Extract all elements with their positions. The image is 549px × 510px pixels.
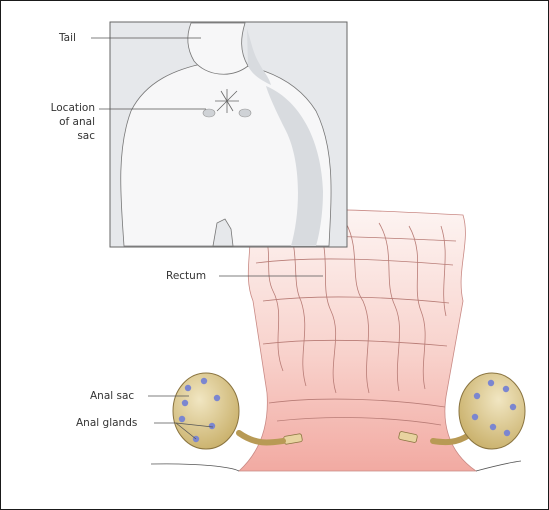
sac-location-left — [203, 109, 215, 117]
label-anal-glands: Anal glands — [76, 417, 137, 429]
label-location-line3: sac — [27, 130, 95, 142]
sac-location-right — [239, 109, 251, 117]
inset-rear-view — [110, 22, 347, 247]
skin-line-left — [151, 464, 239, 471]
label-location-line2: of anal — [27, 116, 95, 128]
label-anal-sac: Anal sac — [90, 390, 134, 402]
skin-line-right — [476, 461, 521, 471]
label-location-line1: Location — [27, 102, 95, 114]
label-tail: Tail — [59, 32, 76, 44]
label-rectum: Rectum — [166, 270, 206, 282]
